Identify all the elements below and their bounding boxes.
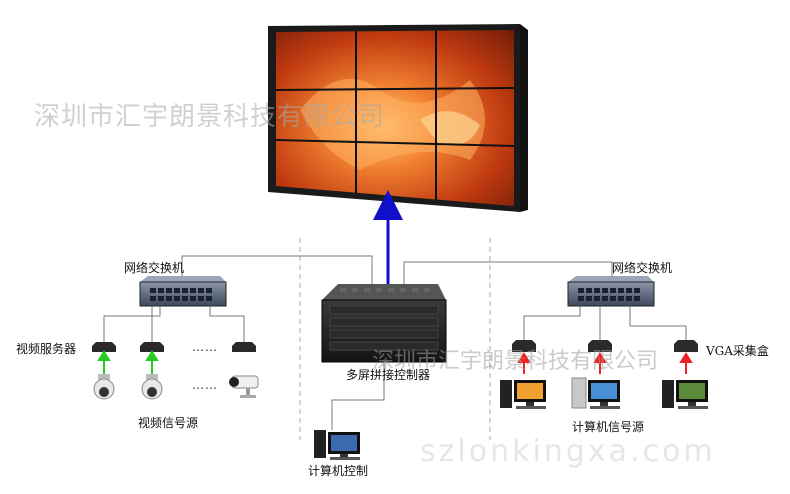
switch-right [567,276,655,307]
video-encoders [92,342,256,352]
source-pc-1 [500,380,546,409]
switch-left [139,276,227,307]
ellipsis-encoders: …… [192,340,218,354]
label-switch-right: 网络交换机 [612,261,673,275]
source-pc-2 [571,377,620,409]
label-controller: 多屏拼接控制器 [346,368,431,382]
watermark-url: szlonkingxa.com [420,434,716,469]
label-pc-source: 计算机信号源 [572,420,645,434]
camera-dome-1 [93,374,115,400]
label-pc-control: 计算机控制 [308,464,369,478]
label-video-source: 视频信号源 [138,416,199,430]
source-pc-3 [662,380,708,409]
watermark-company-top: 深圳市汇宇朗景科技有限公司 [34,102,386,132]
ellipsis-cameras: …… [192,378,218,392]
label-video-server: 视频服务器 [16,342,77,356]
network-cables [103,255,687,430]
pc-signal-arrows [517,352,693,374]
video-wall [268,24,528,212]
label-switch-left: 网络交换机 [124,261,185,275]
video-signal-arrows [97,350,159,374]
label-vga-box: VGA采集盒 [706,344,769,358]
watermark-company-middle: 深圳市汇宇朗景科技有限公司 [372,349,659,374]
vga-capture-boxes [512,340,698,352]
control-pc [314,430,360,460]
controller-rack [321,284,447,363]
camera-dome-2 [141,374,163,400]
camera-bullet [229,375,259,398]
